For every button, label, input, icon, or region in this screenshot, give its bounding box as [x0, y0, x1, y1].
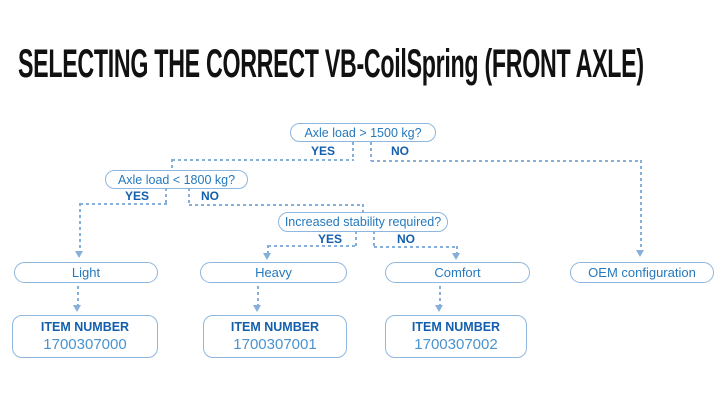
connector-d3-yes-to-heavy — [267, 245, 269, 253]
outcome-oem-configuration-label: OEM configuration — [588, 265, 696, 280]
light-arrow-down-icon — [75, 251, 83, 258]
connector-d1-yes-stub — [352, 142, 354, 160]
connector-d1-yes-horizontal — [172, 159, 354, 161]
decision-1-no-label: NO — [391, 144, 409, 158]
item-box-heavy-label: ITEM NUMBER — [230, 320, 320, 335]
decision-3-yes-label: YES — [317, 232, 342, 246]
page-title: SELECTING THE CORRECT VB-CoilSpring (FRO… — [18, 42, 644, 86]
connector-d2-yes-horizontal — [80, 203, 167, 205]
item-comfort-arrow-down-icon — [435, 305, 443, 312]
outcome-heavy: Heavy — [200, 262, 347, 283]
item-box-heavy: ITEM NUMBER 1700307001 — [203, 315, 347, 358]
connector-d2-no-to-d3 — [362, 204, 364, 213]
connector-d3-yes-stub — [355, 231, 357, 246]
outcome-comfort-label: Comfort — [434, 265, 481, 280]
item-box-light-number: 1700307000 — [43, 335, 127, 353]
decision-stability-label: Increased stability required? — [284, 215, 442, 229]
outcome-heavy-label: Heavy — [255, 265, 292, 280]
item-box-comfort-number: 1700307002 — [414, 335, 498, 353]
decision-3-no-label: NO — [397, 232, 415, 246]
connector-d3-yes-horizontal — [268, 245, 357, 247]
item-box-light: ITEM NUMBER 1700307000 — [12, 315, 158, 358]
outcome-light: Light — [14, 262, 158, 283]
oem-arrow-down-icon — [636, 250, 644, 257]
item-box-comfort-label: ITEM NUMBER — [411, 320, 501, 335]
connector-d3-no-horizontal — [374, 246, 458, 248]
outcome-comfort: Comfort — [385, 262, 530, 283]
connector-light-to-item — [77, 286, 79, 305]
decision-axle-load-1800: Axle load < 1800 kg? — [105, 170, 248, 189]
heavy-arrow-down-icon — [263, 253, 271, 260]
decision-2-yes-label: YES — [124, 189, 149, 203]
decision-axle-load-1800-label: Axle load < 1800 kg? — [117, 172, 236, 187]
connector-d2-no-horizontal — [189, 204, 364, 206]
item-light-arrow-down-icon — [73, 305, 81, 312]
outcome-light-label: Light — [71, 265, 101, 280]
connector-heavy-to-item — [257, 286, 259, 305]
connector-d2-yes-to-light — [79, 203, 81, 251]
connector-d2-yes-stub — [165, 188, 167, 204]
connector-d1-no-stub — [370, 142, 372, 161]
decision-1-yes-label: YES — [310, 144, 335, 158]
decision-axle-load-1500: Axle load > 1500 kg? — [290, 123, 436, 142]
connector-d1-no-horizontal — [371, 160, 642, 162]
connector-comfort-to-item — [439, 286, 441, 305]
decision-2-no-label: NO — [201, 189, 219, 203]
connector-d3-no-stub — [373, 231, 375, 247]
item-box-comfort: ITEM NUMBER 1700307002 — [385, 315, 527, 358]
connector-d1-no-to-oem — [640, 160, 642, 250]
connector-d3-no-to-comfort — [456, 246, 458, 253]
decision-axle-load-1500-label: Axle load > 1500 kg? — [304, 125, 422, 140]
decision-stability: Increased stability required? — [278, 212, 448, 232]
connector-d2-no-stub — [188, 188, 190, 205]
outcome-oem-configuration: OEM configuration — [570, 262, 714, 283]
item-box-heavy-number: 1700307001 — [233, 335, 317, 353]
item-box-light-label: ITEM NUMBER — [40, 320, 130, 335]
comfort-arrow-down-icon — [452, 253, 460, 260]
item-heavy-arrow-down-icon — [253, 305, 261, 312]
connector-d1-yes-to-d2 — [171, 159, 173, 170]
